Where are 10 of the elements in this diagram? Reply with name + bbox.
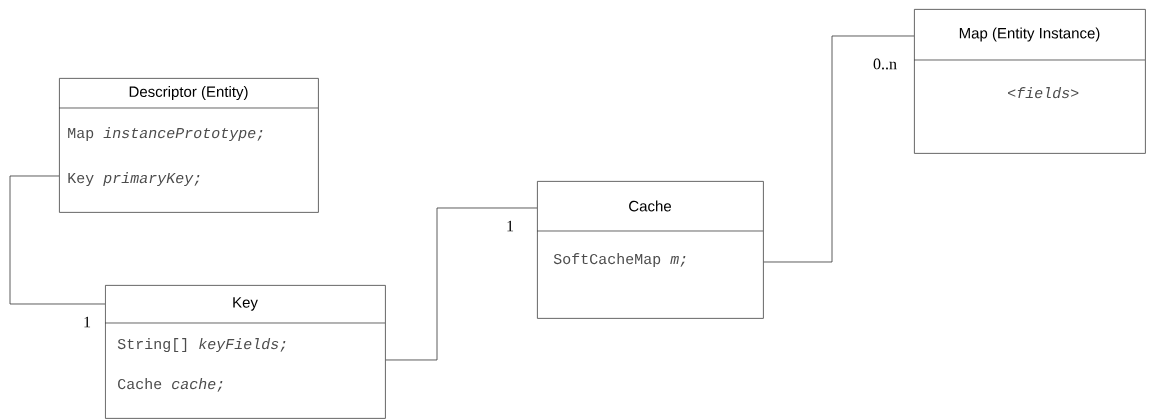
connector-line bbox=[763, 35, 915, 263]
connector-line bbox=[385, 207, 538, 361]
class-box: Descriptor (Entity) Map instancePrototype; Key primaryKey; bbox=[58, 78, 319, 213]
class-box: Cache SoftCacheMap m; bbox=[536, 181, 764, 319]
connector-line bbox=[9, 175, 106, 305]
multiplicity-label: 1 bbox=[507, 220, 514, 232]
multiplicity-label: 1 bbox=[84, 316, 91, 328]
multiplicity-label: 0..n bbox=[873, 58, 897, 70]
class-box: Key String[] keyFields; Cache cache; bbox=[104, 285, 386, 419]
class-box: Map (Entity Instance) <fields> bbox=[913, 9, 1146, 154]
